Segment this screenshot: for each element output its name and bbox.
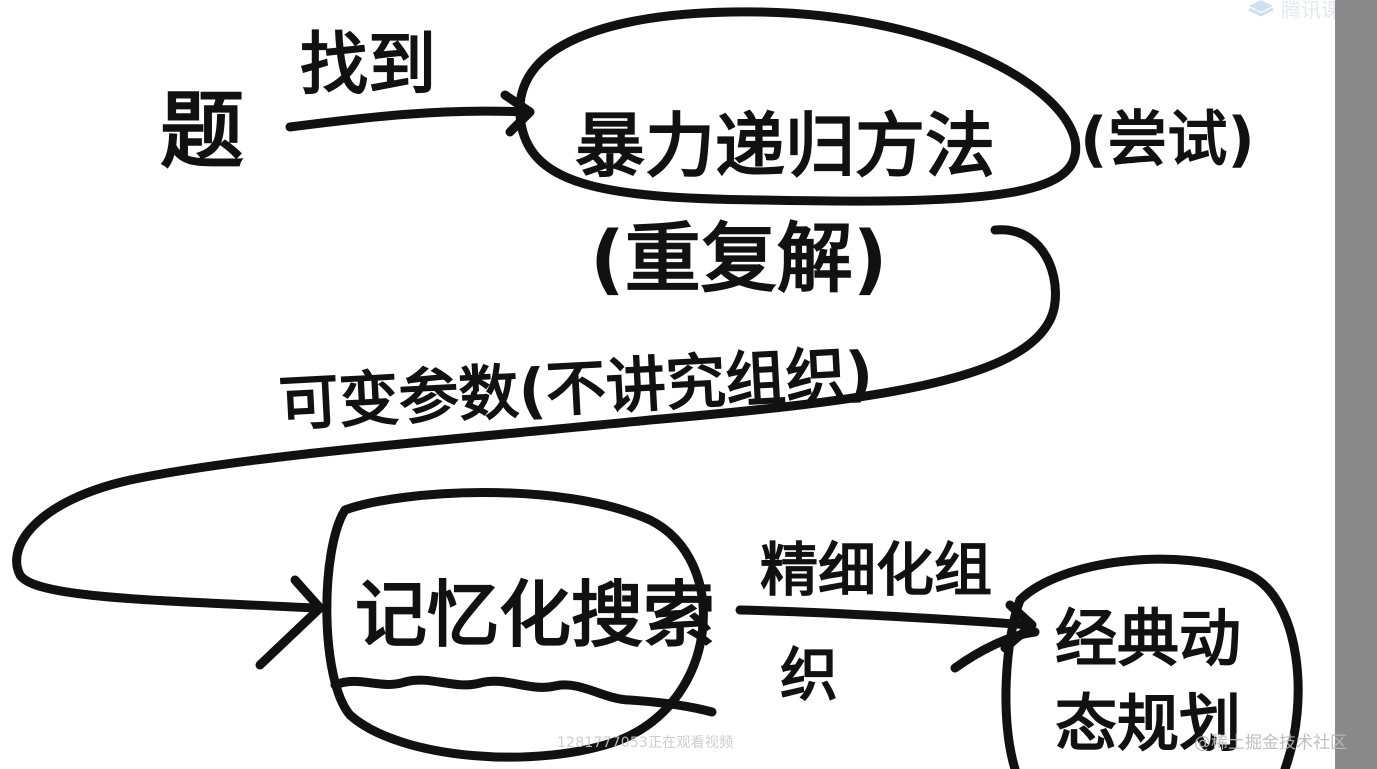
ink-drawing: 题 找到 暴力递归方法 (尝试) (重复解) 可变参数(不讲究组织) 记忆化搜索… [12,7,1303,769]
label-find: 找到 [300,26,436,105]
label-organize: 织 [780,641,838,709]
label-classic-dp-line2: 态规划 [1055,687,1241,760]
arrow-find [285,106,530,132]
cube-logo-icon [1248,0,1274,17]
label-repeated: (重复解) [590,214,887,303]
label-memo-search: 记忆化搜索 [355,573,715,657]
arrow-refine [735,605,1035,630]
label-try: (尝试) [1080,105,1255,175]
label-classic-dp-line1: 经典动 [1055,602,1241,675]
ellipse-brute-force [515,7,1081,206]
label-refined: 精细化组 [760,536,992,604]
circle-dp [1015,554,1303,769]
scrollbar[interactable] [1335,0,1377,769]
viewer-count: 1281777053正在观看视频 [557,735,734,751]
wavy-underline [330,675,717,717]
whiteboard-canvas: 题 找到 暴力递归方法 (尝试) (重复解) 可变参数(不讲究组织) 记忆化搜索… [12,7,1303,769]
watermark: @稀土掘金技术社区 [1194,733,1347,753]
label-brute-force: 暴力递归方法 [575,105,995,187]
label-question: 题 [160,82,244,180]
loop-curve [12,225,1060,613]
